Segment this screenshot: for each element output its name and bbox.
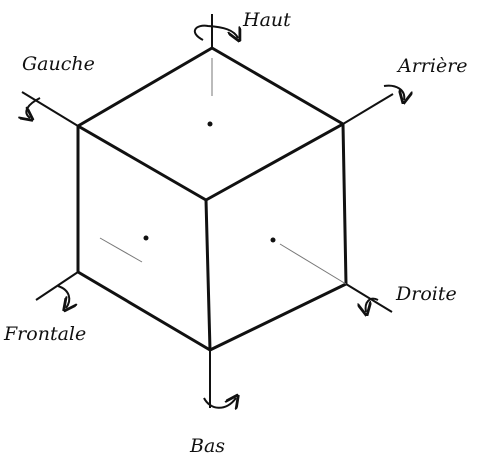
cube-left-face-edges [76,126,212,352]
label-back: Arrière [396,55,468,77]
label-bottom: Bas [189,435,225,457]
rotation-arrow-icon [26,97,41,118]
face-center-dot [207,121,213,127]
axes [21,14,394,408]
label-front: Frontale [3,323,86,345]
axis-front [35,271,79,301]
rotation-arrows [26,24,404,408]
label-top: Haut [242,9,291,31]
rotation-arrow-icon [193,24,238,40]
axis-left-inner [99,237,143,263]
rotation-arrow-icon [57,285,69,308]
axis-right [345,283,393,313]
axis-right-inner [279,243,347,285]
cube-right-face-edges [209,123,348,352]
axis-back [342,93,394,125]
label-left: Gauche [22,53,95,75]
rotation-arrow-icon [366,297,379,312]
axis-left [21,91,79,127]
face-dots [143,121,276,243]
face-center-dot [270,237,276,243]
rotation-arrow-icon [383,84,404,100]
face-center-dot [143,235,149,241]
label-right: Droite [395,283,457,305]
rotation-arrow-icon [203,398,236,408]
